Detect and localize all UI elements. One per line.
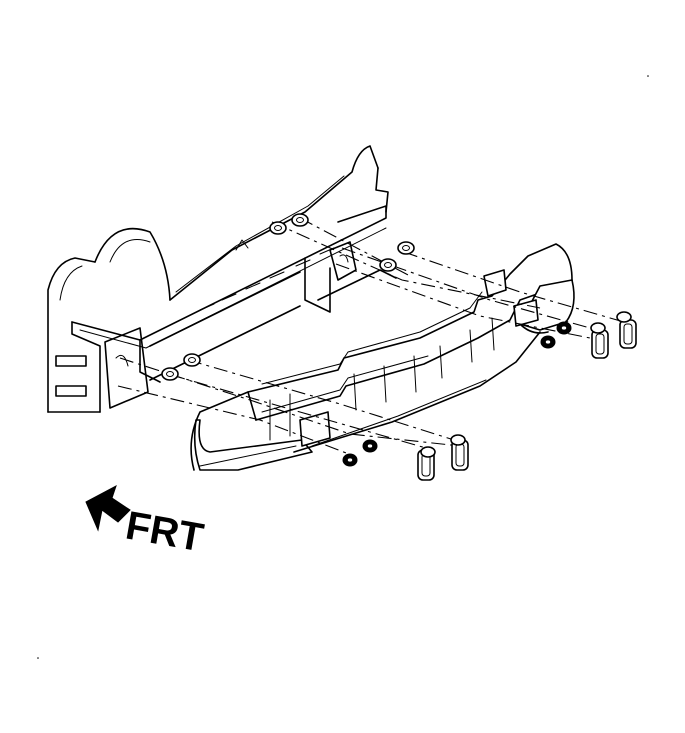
front-direction-label: FRT [122, 504, 206, 561]
bolt-right-1 [540, 335, 556, 349]
retainer-clip-lower-2 [450, 434, 469, 471]
retainer-clip-lower-1 [417, 446, 436, 481]
nut-upper-right-1 [397, 241, 415, 255]
retainer-clip-group [417, 311, 637, 481]
nut-lower-left-2 [183, 353, 201, 367]
nut-lower-left-1 [161, 367, 179, 381]
bolt-fastener-group [342, 321, 572, 467]
retainer-clip-right-2 [616, 311, 637, 349]
front-direction-arrow-icon [85, 484, 131, 532]
alignment-lines [117, 217, 625, 457]
bolt-lower-1 [342, 453, 358, 467]
nut-upper-left-2 [291, 213, 309, 227]
front-direction-indicator: FRT [85, 484, 207, 561]
nut-upper-right-2 [379, 258, 397, 272]
rear-bumper-beam [190, 243, 575, 471]
vehicle-rear-body [47, 145, 397, 413]
bolt-lower-2 [362, 439, 378, 453]
nut-fastener-group [161, 213, 415, 381]
speck [37, 657, 39, 659]
speck [647, 75, 649, 77]
nut-upper-left-1 [269, 221, 287, 235]
retainer-clip-right-1 [590, 322, 609, 359]
bolt-right-2 [556, 321, 572, 335]
